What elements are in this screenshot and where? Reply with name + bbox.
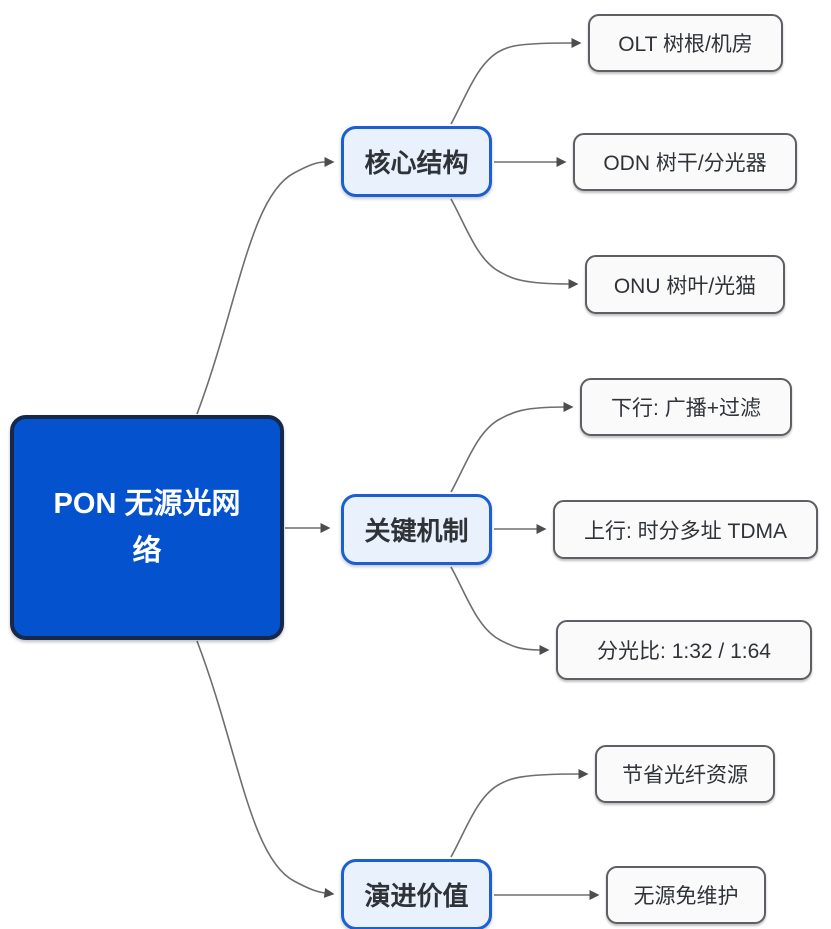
- edge-mech-to-ratio: [450, 566, 550, 655]
- leaf-node-label: OLT 树根/机房: [618, 33, 753, 56]
- leaf-node-olt[interactable]: OLT 树根/机房: [588, 14, 783, 72]
- leaf-node-label: 节省光纤资源: [622, 764, 748, 787]
- edge-core-to-olt: [450, 38, 582, 125]
- leaf-node-label: ONU 树叶/光猫: [613, 274, 757, 298]
- branch-node-label: 演进价值: [364, 881, 469, 911]
- leaf-node-odn[interactable]: ODN 树干/分光器: [573, 133, 797, 191]
- leaf-node-label: 无源免维护: [633, 885, 739, 908]
- leaf-node-upstream-tdma[interactable]: 上行: 时分多址 TDMA: [553, 500, 818, 559]
- edge-root-to-core: [196, 157, 335, 415]
- leaf-node-label: ODN 树干/分光器: [603, 152, 767, 175]
- branch-node-key-mechanisms[interactable]: 关键机制: [341, 494, 492, 565]
- leaf-node-onu[interactable]: ONU 树叶/光猫: [585, 255, 785, 314]
- edge-core-to-onu: [450, 198, 579, 289]
- leaf-node-split-ratio[interactable]: 分光比: 1:32 / 1:64: [556, 620, 812, 680]
- leaf-node-passive-maintenance-free[interactable]: 无源免维护: [606, 866, 766, 924]
- edge-mech-to-downstream: [450, 402, 574, 493]
- leaf-node-save-fiber[interactable]: 节省光纤资源: [595, 745, 775, 803]
- leaf-node-downstream[interactable]: 下行: 广播+过滤: [580, 378, 792, 436]
- branch-node-evolution-value[interactable]: 演进价值: [341, 859, 492, 929]
- branch-node-label: 核心结构: [364, 148, 469, 178]
- edge-root-to-value: [196, 640, 335, 898]
- leaf-node-label: 上行: 时分多址 TDMA: [584, 519, 787, 543]
- leaf-node-label: 下行: 广播+过滤: [611, 397, 761, 420]
- branch-node-core-structure[interactable]: 核心结构: [341, 126, 492, 197]
- root-node-label: PON 无源光网络: [53, 487, 241, 567]
- leaf-node-label: 分光比: 1:32 / 1:64: [597, 640, 771, 663]
- branch-node-label: 关键机制: [364, 516, 469, 546]
- root-node-pon[interactable]: PON 无源光网络: [10, 415, 284, 640]
- edge-value-to-save: [450, 769, 589, 858]
